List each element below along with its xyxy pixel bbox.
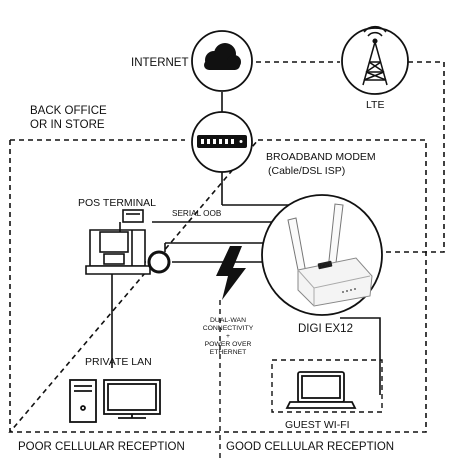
lightning-bolt-icon <box>216 246 246 300</box>
internet-label: INTERNET <box>131 57 189 69</box>
pc-tower <box>69 379 97 423</box>
pos-terminal-label: POS TERMINAL <box>78 197 156 209</box>
lte-label: LTE <box>366 99 384 111</box>
modem-icon <box>197 135 247 148</box>
dual-wan-line-4: POWER OVER <box>205 341 252 348</box>
cell-tower-icon <box>362 25 388 86</box>
router-label: DIGI EX12 <box>298 323 353 335</box>
dual-wan-line-2: CONNECTIVITY <box>203 325 254 332</box>
lte-to-router <box>382 61 445 253</box>
serial-oob-label: SERIAL OOB <box>172 209 222 218</box>
store-boundary <box>8 139 427 433</box>
dual-wan-label: DUAL-WAN CONNECTIVITY + POWER OVER ETHER… <box>203 317 254 356</box>
dual-wan-line-3: + <box>226 333 230 340</box>
modem-label-1: BROADBAND MODEM <box>266 151 376 163</box>
private-lan-label: PRIVATE LAN <box>85 356 152 368</box>
guest-wifi-label: GUEST WI-FI <box>285 419 350 431</box>
lte-circle <box>341 27 409 95</box>
back-office-label-2: OR IN STORE <box>30 119 105 131</box>
router-device-icon: DIGI <box>287 203 373 307</box>
good-reception-label: GOOD CELLULAR RECEPTION <box>226 441 394 453</box>
cloud-icon <box>204 43 241 70</box>
laptop-icon <box>285 371 357 409</box>
link-router-wifi <box>340 317 381 395</box>
dual-wan-line-1: DUAL-WAN <box>210 317 246 324</box>
internet-node <box>191 30 253 92</box>
pos-terminal-icon <box>85 209 151 275</box>
lte-link <box>256 61 445 253</box>
dual-wan-line-5: ETHERNET <box>210 349 247 356</box>
router-brand-text: DIGI <box>319 262 329 269</box>
desktop-computer-icon <box>69 379 161 423</box>
router-node: DIGI <box>261 194 383 316</box>
poor-reception-label: POOR CELLULAR RECEPTION <box>18 441 185 453</box>
ethernet-coupler <box>147 250 171 274</box>
back-office-label-1: BACK OFFICE <box>30 105 107 117</box>
boundary-right-bottom <box>8 139 427 433</box>
guest-wifi-box <box>271 359 383 413</box>
lte-node <box>341 25 409 95</box>
modem-node <box>191 111 253 173</box>
modem-label-2: (Cable/DSL ISP) <box>268 165 345 177</box>
card-reader <box>122 209 144 223</box>
